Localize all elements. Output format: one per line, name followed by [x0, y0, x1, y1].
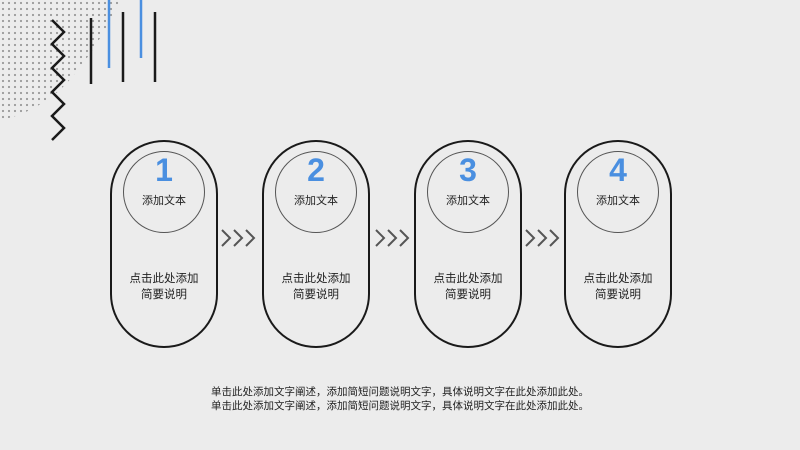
step-ring: [427, 151, 509, 233]
step-description-line: 简要说明: [141, 287, 187, 301]
step-description-line: 简要说明: [445, 287, 491, 301]
step-description-line: 点击此处添加: [583, 271, 653, 285]
step-description-line: 简要说明: [293, 287, 339, 301]
step-description[interactable]: 点击此处添加 简要说明: [574, 270, 662, 302]
step-description[interactable]: 点击此处添加 简要说明: [272, 270, 360, 302]
step-card-2[interactable]: 2 添加文本 点击此处添加 简要说明: [262, 140, 370, 348]
step-description-line: 点击此处添加: [129, 271, 199, 285]
step-number: 3: [459, 152, 477, 188]
step-number: 2: [307, 152, 325, 188]
step-label[interactable]: 添加文本: [294, 194, 338, 207]
step-label[interactable]: 添加文本: [446, 194, 490, 207]
step-description[interactable]: 点击此处添加 简要说明: [424, 270, 512, 302]
step-card-3[interactable]: 3 添加文本 点击此处添加 简要说明: [414, 140, 522, 348]
step-label[interactable]: 添加文本: [142, 194, 186, 207]
decorative-pattern: [0, 0, 157, 141]
step-ring: [577, 151, 659, 233]
step-number: 1: [155, 152, 173, 188]
step-description-line: 简要说明: [595, 287, 641, 301]
step-ring: [123, 151, 205, 233]
chevron-arrow-icon: [525, 229, 560, 247]
caption-line-1[interactable]: 单击此处添加文字阐述，添加简短问题说明文字，具体说明文字在此处添加此处。: [211, 386, 589, 398]
chevron-arrow-icon: [221, 229, 256, 247]
step-number: 4: [609, 152, 627, 188]
caption-line-2[interactable]: 单击此处添加文字阐述，添加简短问题说明文字，具体说明文字在此处添加此处。: [211, 400, 589, 412]
step-description[interactable]: 点击此处添加 简要说明: [120, 270, 208, 302]
step-card-1[interactable]: 1 添加文本 点击此处添加 简要说明: [110, 140, 218, 348]
step-description-line: 点击此处添加: [281, 271, 351, 285]
zigzag-line: [50, 19, 66, 141]
step-ring: [275, 151, 357, 233]
step-label[interactable]: 添加文本: [596, 194, 640, 207]
step-description-line: 点击此处添加: [433, 271, 503, 285]
chevron-arrow-icon: [375, 229, 410, 247]
step-card-4[interactable]: 4 添加文本 点击此处添加 简要说明: [564, 140, 672, 348]
